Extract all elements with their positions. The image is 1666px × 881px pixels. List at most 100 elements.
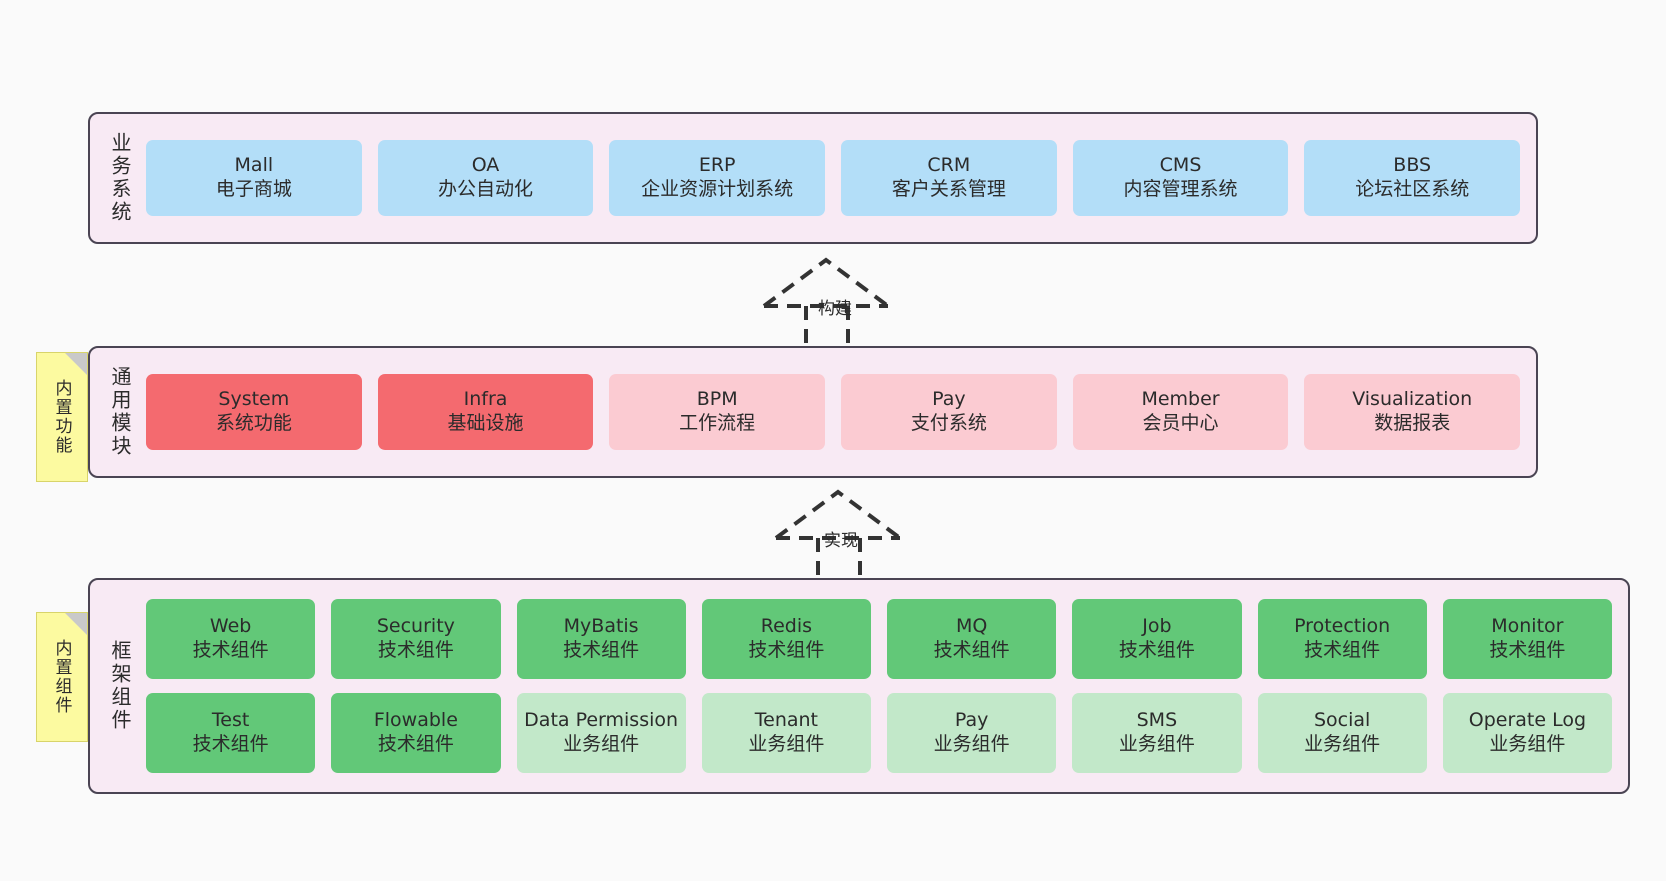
layer-label-business-system: 业务系统 [108,132,132,224]
layer-label-common-modules: 通用模块 [108,366,132,458]
card-subtitle: 技术组件 [563,639,640,661]
card-protection[interactable]: Protection 技术组件 [1257,599,1427,679]
card-tenant[interactable]: Tenant 业务组件 [701,693,871,773]
card-title: Web [209,615,252,638]
layer-common-modules: 通用模块 System 系统功能 Infra 基础设施 BPM 工作流程 Pay… [88,346,1538,478]
card-pay-component[interactable]: Pay 业务组件 [887,693,1057,773]
card-subtitle: 会员中心 [1142,412,1219,434]
card-title: Redis [760,615,813,638]
card-subtitle: 技术组件 [1489,639,1566,661]
card-subtitle: 业务组件 [748,733,825,755]
card-subtitle: 论坛社区系统 [1355,178,1470,200]
card-title: Data Permission [524,709,679,732]
card-title: CRM [927,154,971,177]
card-subtitle: 企业资源计划系统 [641,178,794,200]
card-subtitle: 技术组件 [1118,639,1195,661]
card-title: Test [211,709,250,732]
card-mybatis[interactable]: MyBatis 技术组件 [516,599,686,679]
card-title: MyBatis [563,615,639,638]
card-row: System 系统功能 Infra 基础设施 BPM 工作流程 Pay 支付系统… [146,374,1521,450]
card-job[interactable]: Job 技术组件 [1072,599,1242,679]
card-bpm[interactable]: BPM 工作流程 [609,374,826,450]
generalization-arrow-icon [774,489,902,582]
card-crm[interactable]: CRM 客户关系管理 [841,140,1057,216]
connector-implement: 实现 [768,489,968,582]
card-member[interactable]: Member 会员中心 [1072,374,1289,450]
card-cms[interactable]: CMS 内容管理系统 [1072,140,1289,216]
card-title: Mall [234,154,274,177]
card-title: OA [471,154,500,177]
card-row: Web 技术组件 Security 技术组件 MyBatis 技术组件 Redi… [146,599,1612,679]
layer-label-framework-components: 框架组件 [108,640,132,732]
card-redis[interactable]: Redis 技术组件 [701,599,871,679]
card-subtitle: 业务组件 [1118,733,1195,755]
card-subtitle: 电子商城 [215,178,292,200]
card-subtitle: 业务组件 [933,733,1010,755]
connector-label-implement: 实现 [824,531,858,551]
card-title: Security [376,615,455,638]
note-builtin-component: 内置组件 [36,612,88,742]
card-subtitle: 办公自动化 [438,178,534,200]
card-title: Flowable [373,709,458,732]
card-title: Visualization [1352,388,1473,411]
connector-label-build: 构建 [818,299,852,319]
card-subtitle: 工作流程 [679,412,756,434]
card-erp[interactable]: ERP 企业资源计划系统 [609,140,826,216]
card-flowable[interactable]: Flowable 技术组件 [331,693,501,773]
card-oa[interactable]: OA 办公自动化 [377,140,594,216]
card-operate-log[interactable]: Operate Log 业务组件 [1442,693,1612,773]
card-title: Member [1141,388,1220,411]
card-subtitle: 数据报表 [1374,412,1451,434]
card-title: BBS [1393,154,1432,177]
card-title: BPM [696,388,738,411]
card-test[interactable]: Test 技术组件 [146,693,316,773]
card-title: Pay [954,709,989,732]
card-subtitle: 客户关系管理 [891,178,1006,200]
card-title: Monitor [1491,615,1564,638]
card-title: Tenant [754,709,818,732]
card-mq[interactable]: MQ 技术组件 [887,599,1057,679]
card-title: Social [1313,709,1371,732]
card-pay-module[interactable]: Pay 支付系统 [841,374,1057,450]
card-sms[interactable]: SMS 业务组件 [1072,693,1242,773]
card-monitor[interactable]: Monitor 技术组件 [1442,599,1612,679]
connector-build: 构建 [756,257,956,350]
card-subtitle: 技术组件 [1304,639,1381,661]
card-bbs[interactable]: BBS 论坛社区系统 [1304,140,1521,216]
layer-body-common-modules: System 系统功能 Infra 基础设施 BPM 工作流程 Pay 支付系统… [138,348,1536,476]
card-subtitle: 技术组件 [377,639,454,661]
card-system[interactable]: System 系统功能 [146,374,362,450]
card-title: SMS [1136,709,1178,732]
card-subtitle: 内容管理系统 [1123,178,1238,200]
card-visualization[interactable]: Visualization 数据报表 [1304,374,1521,450]
card-subtitle: 业务组件 [563,733,640,755]
card-row: Mall 电子商城 OA 办公自动化 ERP 企业资源计划系统 CRM 客户关系… [146,140,1521,216]
layer-framework-components: 框架组件 Web 技术组件 Security 技术组件 MyBatis 技术组件… [88,578,1630,794]
layer-business-system: 业务系统 Mall 电子商城 OA 办公自动化 ERP 企业资源计划系统 CRM… [88,112,1538,244]
card-mall[interactable]: Mall 电子商城 [146,140,362,216]
card-subtitle: 基础设施 [447,412,524,434]
card-title: Operate Log [1468,709,1587,732]
card-subtitle: 技术组件 [192,639,269,661]
card-title: Infra [463,388,508,411]
card-title: Protection [1294,615,1391,638]
card-social[interactable]: Social 业务组件 [1257,693,1427,773]
card-row: Test 技术组件 Flowable 技术组件 Data Permission … [146,693,1612,773]
card-title: Job [1142,615,1172,638]
card-subtitle: 业务组件 [1489,733,1566,755]
card-web[interactable]: Web 技术组件 [146,599,316,679]
card-subtitle: 业务组件 [1304,733,1381,755]
card-subtitle: 技术组件 [192,733,269,755]
note-builtin-function: 内置功能 [36,352,88,482]
layer-body-business-system: Mall 电子商城 OA 办公自动化 ERP 企业资源计划系统 CRM 客户关系… [138,114,1536,242]
card-subtitle: 技术组件 [748,639,825,661]
card-subtitle: 技术组件 [933,639,1010,661]
card-security[interactable]: Security 技术组件 [331,599,501,679]
card-subtitle: 支付系统 [910,412,987,434]
card-infra[interactable]: Infra 基础设施 [377,374,594,450]
card-title: MQ [955,615,988,638]
card-data-permission[interactable]: Data Permission 业务组件 [516,693,686,773]
card-subtitle: 技术组件 [377,733,454,755]
layer-body-framework-components: Web 技术组件 Security 技术组件 MyBatis 技术组件 Redi… [138,580,1628,792]
